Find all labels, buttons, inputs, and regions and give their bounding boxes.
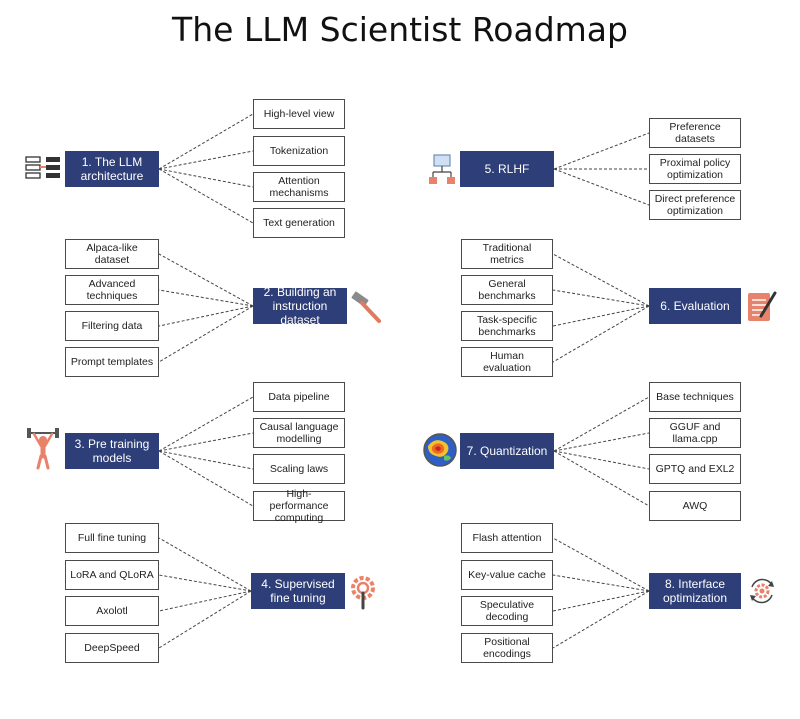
main-topic-6: 6. Evaluation [649, 288, 741, 324]
connector-2-4 [158, 305, 254, 363]
subtopic-1-2: Tokenization [253, 136, 345, 166]
subtopic-7-2: GGUF and llama.cpp [649, 418, 741, 448]
subtopic-5-3: Direct preference optimization [649, 190, 741, 220]
subtopic-5-1: Preference datasets [649, 118, 741, 148]
subtopic-8-2: Key-value cache [461, 560, 553, 590]
subtopic-8-1: Flash attention [461, 523, 553, 553]
main-topic-7: 7. Quantization [460, 433, 554, 469]
subtopic-4-4: DeepSpeed [65, 633, 159, 663]
connector-8-4 [552, 590, 650, 649]
connector-8-1 [552, 537, 650, 592]
subtopic-4-2: LoRA and QLoRA [65, 560, 159, 590]
notepad-pen-icon [748, 291, 777, 321]
subtopic-6-2: General benchmarks [461, 275, 553, 305]
connector-3-1 [158, 396, 254, 452]
flowchart-icon [429, 154, 455, 184]
connector-8-2 [552, 574, 650, 592]
connector-7-4 [553, 450, 650, 507]
subtopic-7-4: AWQ [649, 491, 741, 521]
page-title: The LLM Scientist Roadmap [172, 10, 628, 49]
connector-3-4 [158, 450, 254, 507]
subtopic-2-2: Advanced techniques [65, 275, 159, 305]
subtopic-1-1: High-level view [253, 99, 345, 129]
subtopic-2-1: Alpaca-like dataset [65, 239, 159, 269]
subtopic-8-3: Speculative decoding [461, 596, 553, 626]
connector-7-3 [553, 450, 650, 470]
connector-6-1 [552, 253, 650, 307]
subtopic-5-2: Proximal policy optimization [649, 154, 741, 184]
connector-6-4 [552, 305, 650, 363]
hammer-icon [351, 291, 381, 323]
gear-cycle-icon [750, 578, 774, 604]
connector-2-3 [158, 305, 254, 327]
subtopic-3-3: Scaling laws [253, 454, 345, 484]
weightlifter-icon [27, 428, 59, 470]
main-topic-8: 8. Interface optimization [649, 573, 741, 609]
connector-3-3 [158, 450, 254, 470]
connector-8-3 [552, 590, 650, 612]
subtopic-7-3: GPTQ and EXL2 [649, 454, 741, 484]
subtopic-1-4: Text generation [253, 208, 345, 238]
connector-2-2 [158, 289, 254, 307]
connector-6-2 [552, 289, 650, 307]
subtopic-3-1: Data pipeline [253, 382, 345, 412]
subtopic-1-3: Attention mechanisms [253, 172, 345, 202]
connector-6-3 [552, 305, 650, 327]
gear-wrench-icon [351, 576, 375, 610]
connector-4-3 [158, 590, 252, 612]
subtopic-4-3: Axolotl [65, 596, 159, 626]
connector-7-1 [553, 396, 650, 452]
subtopic-6-3: Task-specific benchmarks [461, 311, 553, 341]
main-topic-4: 4. Supervised fine tuning [251, 573, 345, 609]
heatmap-globe-icon [423, 433, 457, 467]
subtopic-3-4: High-performance computing [253, 488, 345, 524]
connector-2-1 [158, 253, 254, 307]
connector-3-2 [158, 432, 254, 452]
subtopic-2-4: Prompt templates [65, 347, 159, 377]
subtopic-8-4: Positional encodings [461, 633, 553, 663]
connector-5-3 [553, 168, 650, 206]
connector-7-2 [553, 432, 650, 452]
subtopic-7-1: Base techniques [649, 382, 741, 412]
connector-4-4 [158, 590, 252, 649]
main-topic-1: 1. The LLM architecture [65, 151, 159, 187]
connector-4-2 [158, 574, 252, 592]
main-topic-3: 3. Pre training models [65, 433, 159, 469]
server-rack-icon [25, 156, 60, 179]
subtopic-2-3: Filtering data [65, 311, 159, 341]
subtopic-6-1: Traditional metrics [461, 239, 553, 269]
connector-5-1 [553, 132, 650, 170]
main-topic-2: 2. Building an instruction dataset [253, 285, 347, 327]
connector-4-1 [158, 537, 252, 592]
subtopic-4-1: Full fine tuning [65, 523, 159, 553]
main-topic-5: 5. RLHF [460, 151, 554, 187]
connector-1-2 [158, 150, 254, 170]
connector-1-3 [158, 168, 254, 188]
connector-1-1 [158, 113, 254, 170]
connector-1-4 [158, 168, 254, 224]
subtopic-3-2: Causal language modelling [253, 418, 345, 448]
subtopic-6-4: Human evaluation [461, 347, 553, 377]
